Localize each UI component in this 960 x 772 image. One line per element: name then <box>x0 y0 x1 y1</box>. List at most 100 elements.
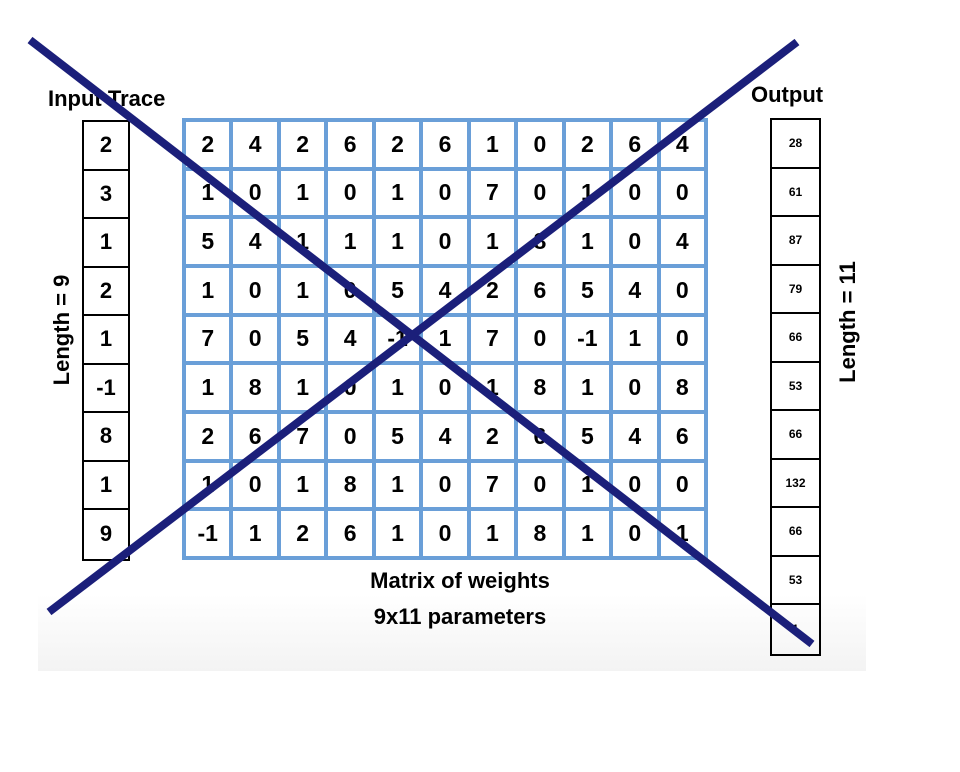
matrix-cell: 1 <box>470 219 515 264</box>
matrix-cell: 0 <box>518 122 562 167</box>
matrix-cell: 0 <box>233 170 277 216</box>
matrix-cell: 2 <box>470 268 515 313</box>
input-cell: 2 <box>84 268 128 316</box>
matrix-cell: 1 <box>470 365 515 410</box>
matrix-cell: 5 <box>280 316 325 362</box>
matrix-cell: 1 <box>186 462 230 508</box>
matrix-caption-params: 9x11 parameters <box>373 604 547 629</box>
matrix-cell: 0 <box>233 462 277 508</box>
input-cell: 1 <box>84 219 128 268</box>
output-cell: 1 <box>792 622 799 637</box>
matrix-cell: 8 <box>518 511 562 556</box>
matrix-cell: 0 <box>613 219 657 264</box>
input-cell: 8 <box>84 413 128 462</box>
matrix-cell: 0 <box>328 414 372 459</box>
matrix-cell: 2 <box>280 511 325 556</box>
matrix-cell: 0 <box>423 219 467 264</box>
matrix-cell: 0 <box>660 316 704 362</box>
matrix-cell: 1 <box>375 511 420 556</box>
input-cell: -1 <box>84 365 128 413</box>
matrix-cell: 0 <box>423 365 467 410</box>
matrix-cell: 1 <box>565 170 610 216</box>
matrix-cell: 8 <box>518 365 562 410</box>
matrix-cell: 4 <box>613 268 657 313</box>
matrix-cell: 0 <box>328 365 372 410</box>
matrix-cell: 4 <box>233 219 277 264</box>
matrix-cell: 0 <box>518 316 562 362</box>
matrix-cell: 0 <box>660 170 704 216</box>
matrix-cell: 1 <box>186 170 230 216</box>
matrix-cell: 0 <box>233 268 277 313</box>
input-cell: 9 <box>99 521 113 547</box>
matrix-caption-title: Matrix of weights <box>370 568 550 593</box>
matrix-cell: 0 <box>518 170 562 216</box>
matrix-cell: 0 <box>423 511 467 556</box>
matrix-cell: 0 <box>233 316 277 362</box>
matrix-cell: 1 <box>280 170 325 216</box>
matrix-cell: 7 <box>470 462 515 508</box>
matrix-cell: 1 <box>565 511 610 556</box>
matrix-cell: 1 <box>375 219 420 264</box>
matrix-cell: 6 <box>518 268 562 313</box>
matrix-cell: 6 <box>518 414 562 459</box>
matrix-cell: 6 <box>328 511 372 556</box>
matrix-cell: 1 <box>423 316 467 362</box>
matrix-cell: 0 <box>423 462 467 508</box>
matrix-cell: 8 <box>660 365 704 410</box>
matrix-cell: 6 <box>233 414 277 459</box>
matrix-cell: 5 <box>565 414 610 459</box>
matrix-cell: 1 <box>186 268 230 313</box>
matrix-cell: 5 <box>565 268 610 313</box>
matrix-cell: -1 <box>565 316 610 362</box>
matrix-cell: 2 <box>470 414 515 459</box>
matrix-cell: 8 <box>328 462 372 508</box>
output-cell: 28 <box>772 120 819 169</box>
matrix-cell: 5 <box>186 219 230 264</box>
matrix-cell: 1 <box>328 219 372 264</box>
matrix-cell: 1 <box>375 365 420 410</box>
output-title: Output <box>751 82 824 107</box>
output-length-label: Length = 11 <box>835 261 860 383</box>
matrix-cell: 0 <box>518 462 562 508</box>
matrix-cell: 1 <box>233 511 277 556</box>
matrix-cell: 0 <box>613 462 657 508</box>
matrix-cell: 2 <box>186 122 230 167</box>
matrix-cell: 7 <box>186 316 230 362</box>
matrix-cell: 1 <box>375 170 420 216</box>
matrix-cell: 4 <box>423 268 467 313</box>
matrix-cell: -1 <box>186 511 230 556</box>
matrix-cell: 0 <box>613 511 657 556</box>
matrix-cell: 6 <box>328 122 372 167</box>
output-cell: 53 <box>772 557 819 605</box>
output-cell: 79 <box>772 266 819 314</box>
matrix-cell: 0 <box>660 462 704 508</box>
matrix-cell: 5 <box>375 268 420 313</box>
matrix-cell: 4 <box>233 122 277 167</box>
matrix-cell: 1 <box>375 462 420 508</box>
matrix-cell: 8 <box>233 365 277 410</box>
input-length-label: Length = 9 <box>49 274 74 386</box>
matrix-cell: 6 <box>660 414 704 459</box>
matrix-cell: 4 <box>423 414 467 459</box>
matrix-cell: 0 <box>660 268 704 313</box>
matrix-cell: 7 <box>470 316 515 362</box>
output-cell: 66 <box>772 508 819 557</box>
matrix-cell: 7 <box>280 414 325 459</box>
input-trace-title: Input Trace <box>48 86 166 111</box>
input-cell: 1 <box>84 462 128 510</box>
output-cell: 66 <box>772 314 819 363</box>
matrix-cell: 4 <box>660 219 704 264</box>
matrix-cell: 1 <box>565 462 610 508</box>
matrix-cell: 1 <box>470 511 515 556</box>
matrix-cell: 1 <box>280 219 325 264</box>
matrix-cell: 1 <box>565 219 610 264</box>
matrix-cell: 6 <box>423 122 467 167</box>
matrix-cell: 2 <box>280 122 325 167</box>
matrix-cell: 1 <box>660 511 704 556</box>
matrix-cell: 0 <box>328 170 372 216</box>
matrix-cell: 0 <box>613 365 657 410</box>
matrix-cell: 2 <box>186 414 230 459</box>
matrix-cell: 0 <box>328 268 372 313</box>
